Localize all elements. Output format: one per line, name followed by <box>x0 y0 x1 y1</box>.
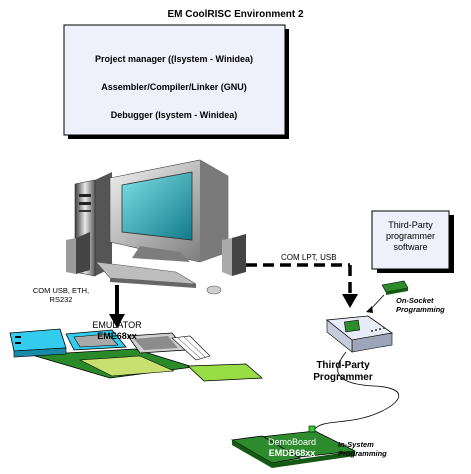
software-line-2: programmer <box>385 231 435 241</box>
emulator-hardware <box>9 328 264 382</box>
emulator-label: EMULATOR EME68xx <box>80 320 154 342</box>
env-item-debugger: Debugger (Isystem - Winidea) <box>110 110 238 120</box>
in-system-line-2: Programming <box>338 449 387 458</box>
env-item-project-manager: Project manager ((Isystem - Winidea) <box>95 54 253 64</box>
programmer-cable <box>313 351 399 431</box>
software-line-1: Third-Party <box>388 220 433 230</box>
demoboard-hardware <box>230 425 357 468</box>
emulator-link-label: COM USB, ETH, RS232 <box>32 286 90 304</box>
emulator-model: EME68xx <box>97 331 137 341</box>
on-socket-line-2: Programming <box>396 305 445 314</box>
computer-icon <box>66 159 246 295</box>
environment-panel <box>63 24 289 139</box>
programmer-label: Third-Party Programmer <box>298 360 388 384</box>
demoboard-label: DemoBoard EMDB68xx <box>252 437 332 459</box>
in-system-line-1: In-System <box>338 440 374 449</box>
on-socket-line-1: On-Socket <box>396 296 434 305</box>
programmer-device <box>325 280 409 353</box>
demoboard-model: EMDB68xx <box>268 448 316 458</box>
demoboard-title: DemoBoard <box>267 437 317 447</box>
env-item-assembler: Assembler/Compiler/Linker (GNU) <box>101 82 247 92</box>
programmer-link-label: COM LPT, USB <box>281 253 337 262</box>
programmer-line-1: Third-Party <box>316 360 370 371</box>
environment-title: EM CoolRISC Environment 2 <box>167 9 304 20</box>
programmer-line-2: Programmer <box>313 372 373 383</box>
software-line-3: software <box>393 242 428 252</box>
emulator-title: EMULATOR <box>92 320 142 330</box>
emulator-link-arrow <box>109 285 125 328</box>
programmer-link-arrow <box>246 263 358 308</box>
third-party-software-label: Third-Party programmer software <box>372 220 449 253</box>
on-socket-label: On-Socket Programming <box>396 296 456 314</box>
third-party-software-box <box>371 210 454 273</box>
in-system-label: In-System Programming <box>338 440 398 458</box>
